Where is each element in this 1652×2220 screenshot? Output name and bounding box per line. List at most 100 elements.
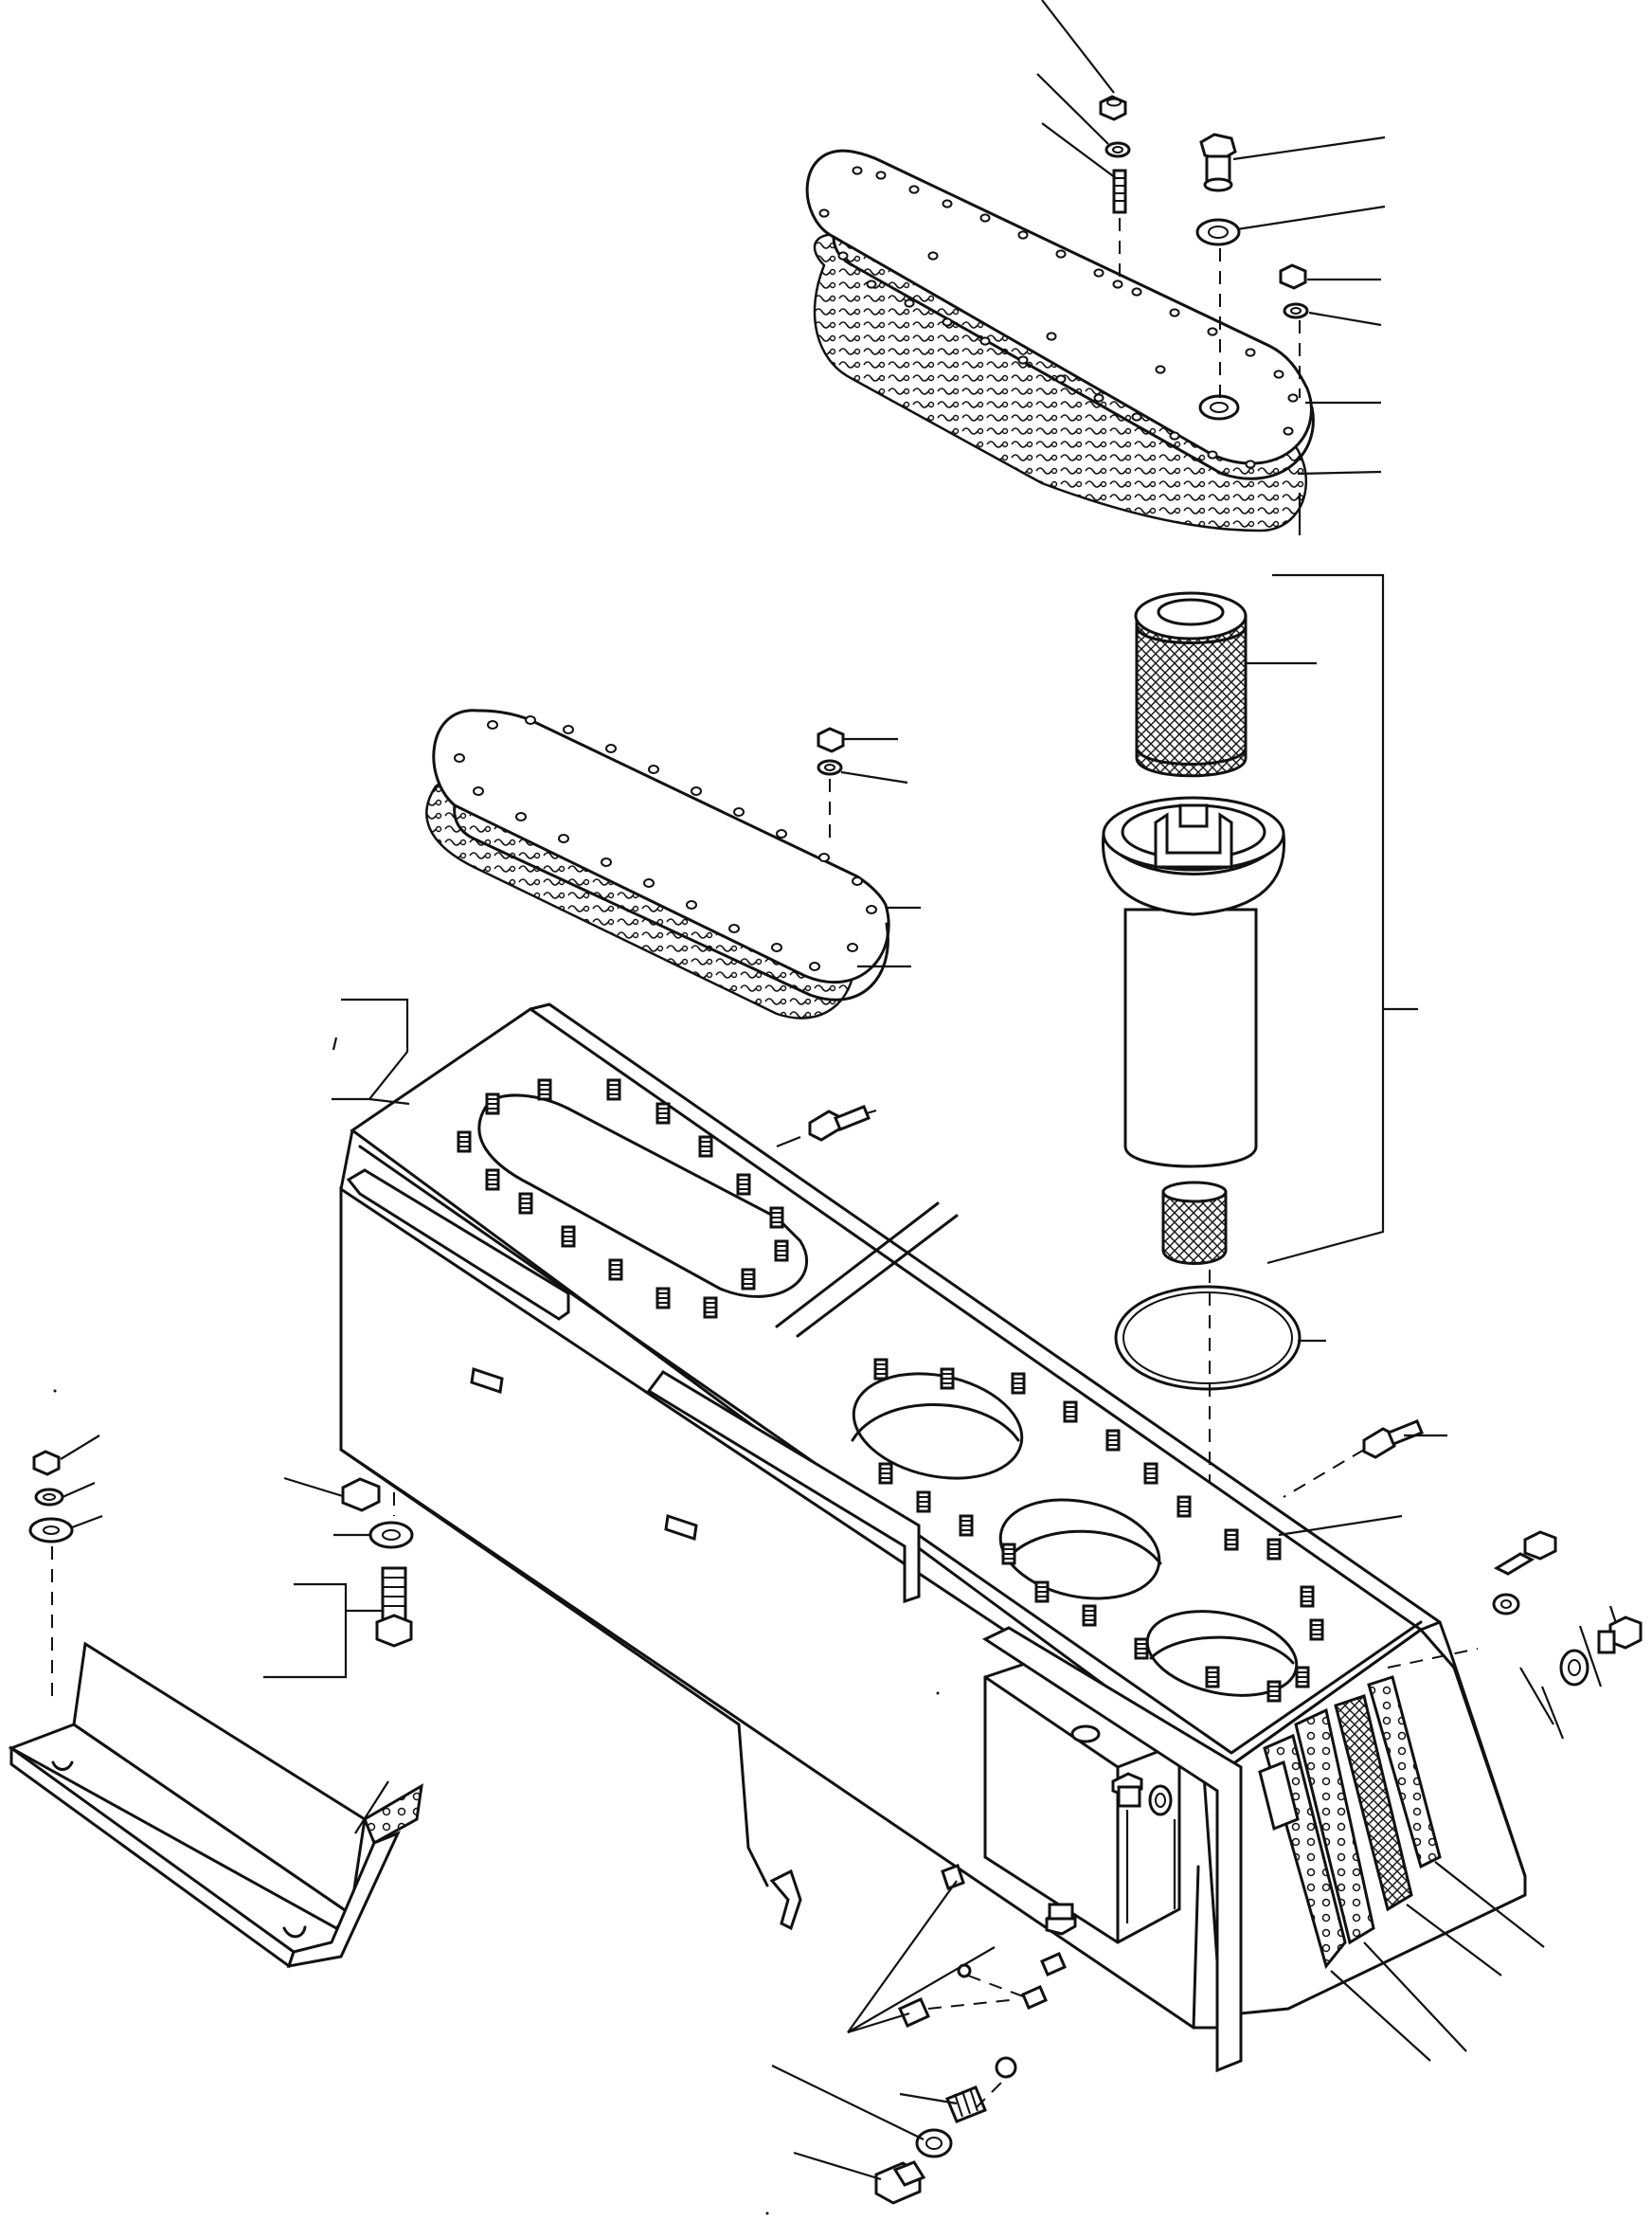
leader-lines-middle <box>840 737 921 968</box>
bolt-hole <box>1169 431 1180 441</box>
bolt-hole <box>866 280 877 289</box>
washer-icon <box>1559 1649 1589 1687</box>
bolt-hole <box>875 171 887 180</box>
upper-cover-plate <box>805 149 1315 480</box>
bolt-hole <box>818 853 830 862</box>
bolt-hole <box>1017 355 1029 365</box>
bolt-hole <box>1155 365 1166 374</box>
nut-icon <box>1279 263 1307 290</box>
bolt-hole <box>852 876 863 886</box>
bolt-hole <box>1273 370 1284 379</box>
bolt-hole <box>809 962 820 971</box>
filter-housing <box>1101 796 1286 1265</box>
filter-element <box>1134 591 1248 778</box>
bolt-hole <box>1055 249 1067 259</box>
small-ball-icon <box>957 1963 1017 2079</box>
drain-plug-icon <box>874 2160 926 2205</box>
bolt-hole <box>942 199 953 208</box>
bolt-hole <box>1055 374 1067 384</box>
stud-icon <box>1112 169 1127 214</box>
washer-icon <box>1492 1593 1520 1615</box>
bolt-hole <box>1245 348 1256 357</box>
bolt-hole <box>525 715 536 725</box>
washer-icon <box>28 1517 74 1543</box>
nut-icon <box>32 1450 61 1476</box>
sight-gauge-plates <box>1258 1648 1479 1970</box>
bolt-hole <box>771 943 782 952</box>
bolt-hole <box>643 878 655 888</box>
cap-icon <box>1111 1772 1173 1816</box>
bolt-hole <box>776 829 787 839</box>
bolt-hole <box>558 834 569 843</box>
tank-opening-2 <box>998 1498 1162 1600</box>
bolt-hole <box>1287 393 1299 403</box>
bolt-hole <box>563 725 574 734</box>
nut-icon <box>817 727 845 753</box>
bolt-hole <box>852 166 863 175</box>
bolt-hole <box>686 900 697 910</box>
bolt-hole <box>1112 280 1123 289</box>
bolt-hole <box>473 786 484 796</box>
bolt-hole <box>1017 230 1029 240</box>
bolt-hole <box>605 744 617 753</box>
bolt-hole <box>691 786 702 796</box>
bolt-icon <box>1493 1530 1557 1576</box>
bolt-hole <box>1046 332 1057 341</box>
nut-icon <box>341 1477 381 1512</box>
bolt-hole <box>733 807 745 817</box>
tank-studs <box>457 1078 1324 1703</box>
bolt-hole <box>601 857 612 867</box>
bolt-hole <box>904 298 915 308</box>
bracket-icon <box>746 1846 802 1931</box>
bolt-hole <box>728 924 740 933</box>
screw-icon <box>898 1864 1067 2028</box>
bolt-hole <box>927 251 939 261</box>
bolt-hole <box>847 943 858 952</box>
bolt-hole <box>454 753 465 763</box>
nut-icon <box>1099 95 1127 121</box>
bolt-hole <box>942 317 953 327</box>
junction-box <box>981 1626 1243 2073</box>
leader-lines-left <box>332 998 410 1106</box>
leader-lines-left-parts <box>60 1435 384 1679</box>
bolt-hole <box>979 213 991 223</box>
bolt-hole <box>1283 426 1294 436</box>
bolt-hole <box>648 765 659 774</box>
tank-opening-left <box>477 1093 808 1298</box>
leader-lines-bottom <box>771 1880 1032 2181</box>
bolt-hole <box>866 905 877 914</box>
bolt-hole <box>1131 412 1142 422</box>
seal-washer-icon <box>1195 218 1241 246</box>
bolt-hole <box>1169 308 1180 317</box>
bolt-hole <box>979 336 991 346</box>
washer-icon <box>915 2128 953 2158</box>
spring-icon <box>945 2085 987 2123</box>
washer-icon <box>368 1521 414 1549</box>
washer-icon <box>1104 141 1131 158</box>
bolt-hole <box>1207 327 1218 336</box>
washer-icon <box>1283 302 1309 319</box>
upper-cover-center-port <box>1198 394 1240 421</box>
breather-plug-icon <box>1199 133 1237 192</box>
bolt-hole <box>487 720 498 730</box>
bolt-icon <box>1362 1419 1424 1459</box>
washer-icon <box>817 759 843 776</box>
perforated-guard <box>8 1641 423 1969</box>
bolt-icon <box>808 1105 871 1142</box>
bolt-hole <box>1093 393 1104 403</box>
leader-lines-top <box>1036 0 1386 535</box>
upper-cover-bolt-holes <box>818 166 1299 469</box>
bolt-hole <box>1093 268 1104 278</box>
bolt-hole <box>818 208 830 218</box>
bolt-hole <box>1207 450 1218 460</box>
bolt-hole <box>908 185 920 194</box>
bolt-hole <box>515 812 527 821</box>
middle-cover-bolt-holes <box>454 715 877 971</box>
bolt-hole <box>1245 460 1256 469</box>
washer-icon <box>34 1488 64 1507</box>
bolt-icon <box>375 1566 413 1648</box>
bolt-hole <box>1131 287 1142 297</box>
fitting-icon <box>1045 1903 1077 1936</box>
o-ring <box>1114 1285 1302 1391</box>
